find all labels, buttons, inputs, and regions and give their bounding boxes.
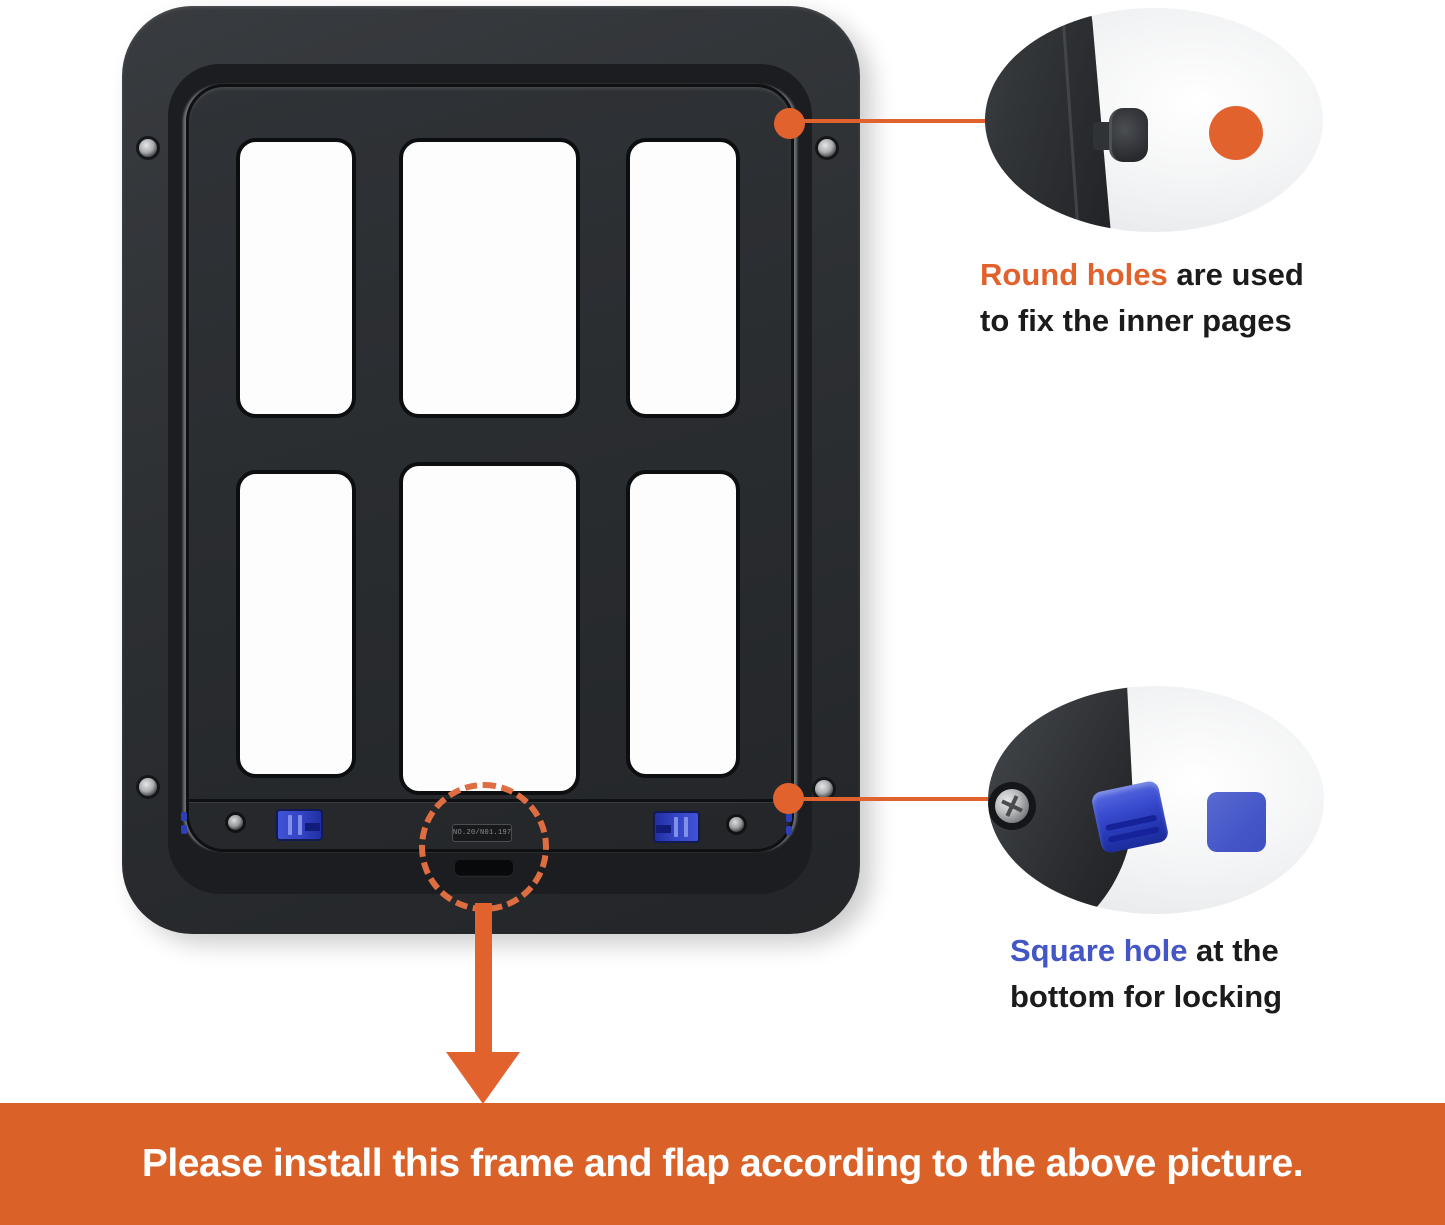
flap-corner-closeup bbox=[985, 8, 1115, 232]
flap-window-bottom-left bbox=[236, 470, 356, 778]
round-holes-caption-line1: Round holes are used bbox=[980, 252, 1304, 298]
round-holes-highlight: Round holes bbox=[980, 257, 1168, 292]
callout-line-bottom bbox=[798, 797, 996, 801]
highlight-dashed-circle bbox=[419, 782, 549, 912]
flap-window-top-center bbox=[399, 138, 580, 418]
latch-band bbox=[656, 825, 671, 833]
lock-latch-right bbox=[653, 811, 700, 843]
latch-slit bbox=[298, 815, 302, 835]
lock-latch-left bbox=[276, 809, 323, 841]
flap-window-bottom-right bbox=[626, 470, 740, 778]
callout-line-top bbox=[798, 119, 994, 123]
latch-channel-glimpse bbox=[181, 825, 187, 834]
screw-icon bbox=[818, 139, 836, 157]
latch-channel-glimpse bbox=[786, 826, 792, 835]
round-holes-caption-line2: to fix the inner pages bbox=[980, 303, 1292, 338]
round-pin-icon bbox=[1109, 108, 1148, 162]
down-arrow-head-icon bbox=[446, 1052, 520, 1104]
square-hole-caption-line2: bottom for locking bbox=[1010, 979, 1283, 1014]
magnifier-square-hole bbox=[988, 686, 1324, 914]
latch-slit bbox=[674, 817, 678, 837]
screw-icon bbox=[729, 817, 744, 832]
latch-slit bbox=[288, 815, 292, 835]
lock-latch-closeup bbox=[1090, 779, 1170, 855]
latch-band bbox=[305, 823, 320, 831]
latch-slit bbox=[684, 817, 688, 837]
instruction-banner: Please install this frame and flap accor… bbox=[0, 1103, 1445, 1225]
round-holes-rest: are used bbox=[1167, 257, 1304, 292]
square-hole-sample-icon bbox=[1207, 792, 1266, 852]
screw-icon bbox=[139, 139, 157, 157]
instruction-banner-text: Please install this frame and flap accor… bbox=[141, 1142, 1304, 1185]
flap-window-top-left bbox=[236, 138, 356, 418]
screw-icon bbox=[815, 780, 833, 798]
round-hole-marker-dot bbox=[774, 108, 805, 139]
screw-icon bbox=[139, 778, 157, 796]
flap-window-top-right bbox=[626, 138, 740, 418]
round-hole-sample-icon bbox=[1209, 106, 1263, 160]
latch-channel-glimpse bbox=[786, 813, 792, 822]
latch-channel-glimpse bbox=[181, 812, 187, 821]
round-pin-neck-icon bbox=[1093, 122, 1113, 150]
screw-icon bbox=[228, 815, 243, 830]
square-hole-highlight: Square hole bbox=[1010, 933, 1188, 968]
round-holes-caption: Round holes are used to fix the inner pa… bbox=[980, 252, 1304, 344]
square-hole-caption-line1: Square hole at the bbox=[1010, 928, 1282, 974]
square-hole-marker-dot bbox=[773, 783, 804, 814]
magnifier-round-hole bbox=[985, 8, 1323, 232]
square-hole-caption: Square hole at the bottom for locking bbox=[1010, 928, 1282, 1020]
square-hole-rest: at the bbox=[1187, 933, 1279, 968]
down-arrow-icon bbox=[475, 903, 492, 1055]
flap-window-bottom-center bbox=[399, 462, 580, 795]
